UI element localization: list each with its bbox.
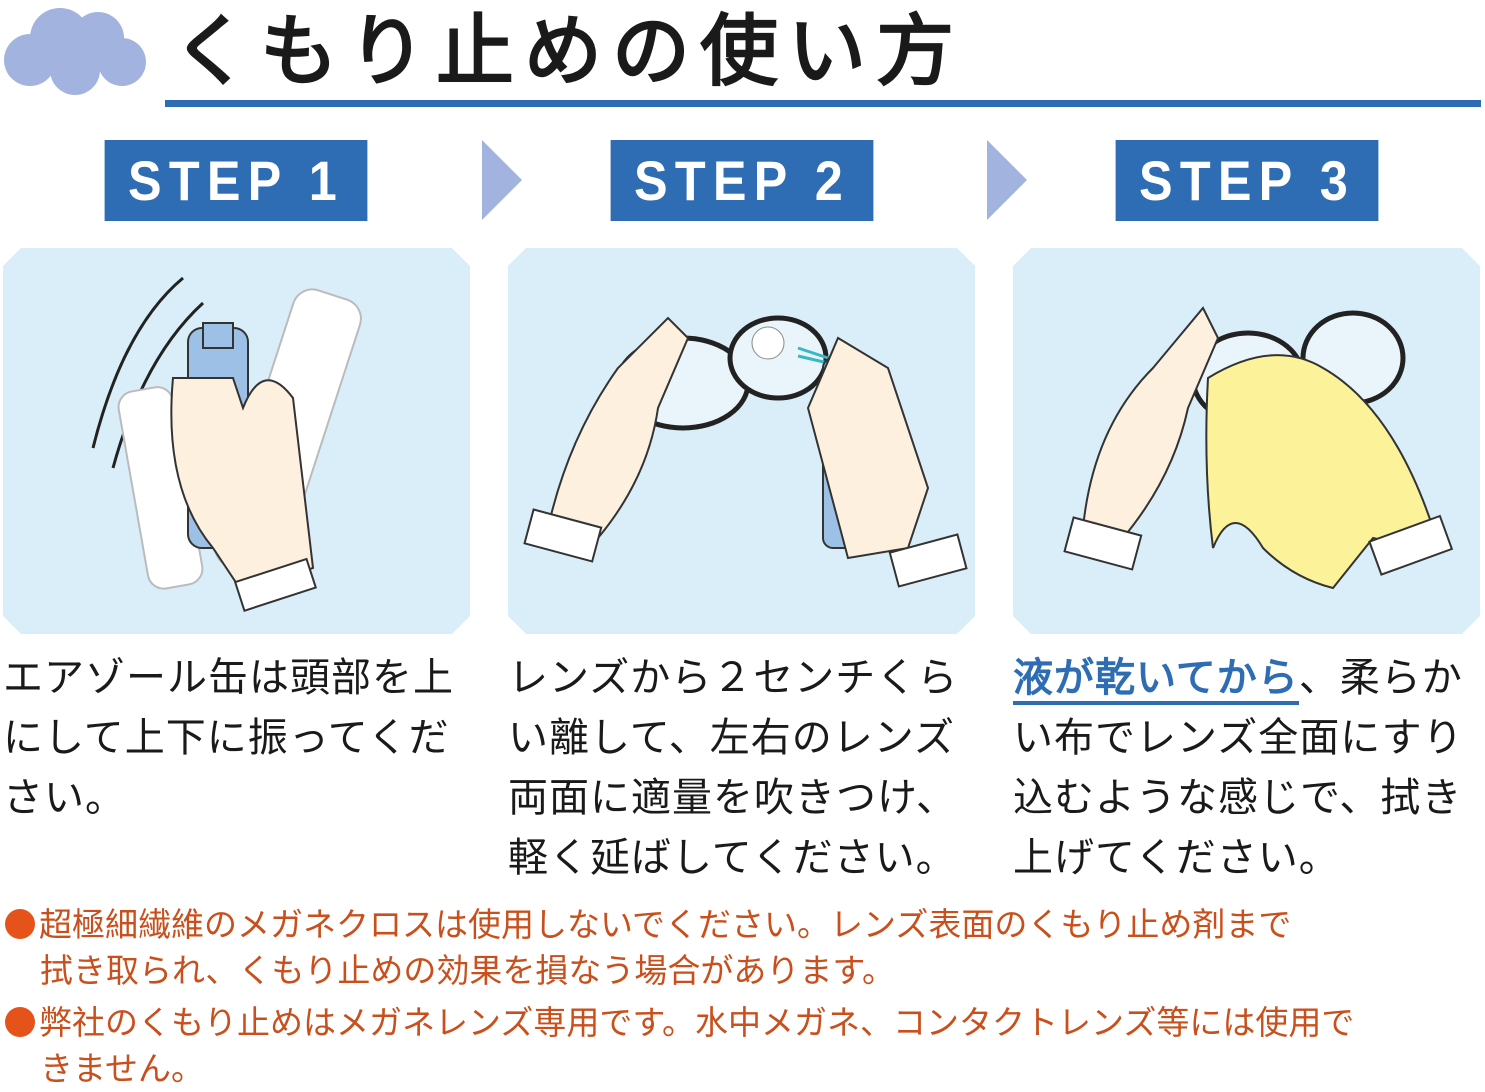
step-3-description: 液が乾いてから、柔らかい布でレンズ全面にすり込むような感じで、拭き上げてください… — [1013, 648, 1485, 888]
arrow-right-icon — [987, 140, 1027, 220]
page-title: くもり止めの使い方 — [172, 7, 965, 97]
step-2-badge: STEP 2 — [610, 140, 874, 221]
note-2-line-1: 弊社のくもり止めはメガネレンズ専用です。水中メガネ、コンタクトレンズ等には使用で — [39, 1003, 1355, 1042]
note-1: 超極細繊維のメガネクロスは使用しないでください。レンズ表面のくもり止め剤まで 拭… — [5, 902, 1483, 994]
bullet-icon — [5, 1007, 35, 1037]
step-3-text: 、柔らかい布でレンズ全面にすり込むような感じで、拭き上げてください。 — [1013, 655, 1464, 881]
cloud-icon — [4, 8, 146, 95]
wipe-lens-illustration — [1013, 248, 1480, 634]
step-1-description: エアゾール缶は頭部を上にして上下に振ってください。 — [3, 655, 454, 821]
note-1-line-1: 超極細繊維のメガネクロスは使用しないでください。レンズ表面のくもり止め剤まで — [39, 905, 1292, 944]
title-underline — [165, 100, 1481, 107]
step-3-highlight: 液が乾いてから — [1013, 655, 1299, 705]
note-2-line-2: きません。 — [40, 1049, 205, 1088]
step-3-badge: STEP 3 — [1115, 140, 1379, 221]
step-1-badge: STEP 1 — [104, 140, 368, 221]
step-2-description: レンズから２センチくらい離して、左右のレンズ両面に適量を吹きつけ、軽く延ばしてく… — [508, 655, 959, 881]
spray-lens-illustration — [508, 248, 975, 634]
note-1-line-2: 拭き取られ、くもり止めの効果を損なう場合があります。 — [40, 951, 896, 990]
note-2: 弊社のくもり止めはメガネレンズ専用です。水中メガネ、コンタクトレンズ等には使用で… — [5, 1000, 1483, 1092]
bullet-icon — [5, 909, 35, 939]
arrow-right-icon — [482, 140, 522, 220]
shake-spray-illustration — [3, 248, 470, 634]
